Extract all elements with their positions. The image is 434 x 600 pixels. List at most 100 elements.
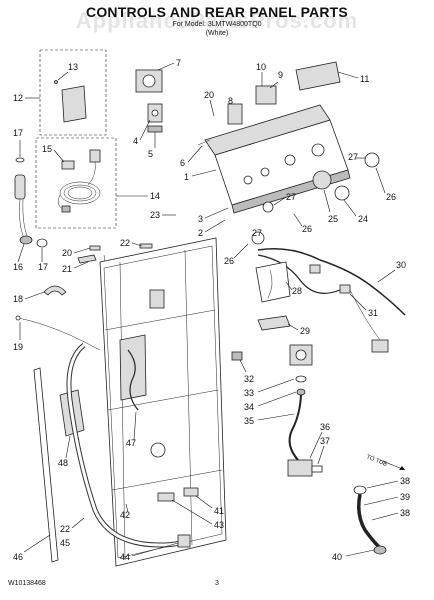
part-16-17-hose-fitting — [14, 157, 48, 248]
callout-37: 37 — [320, 436, 330, 446]
callout-25: 25 — [328, 214, 338, 224]
callout-6: 6 — [180, 158, 185, 168]
callout-24: 24 — [358, 214, 368, 224]
callout-23: 23 — [150, 210, 160, 220]
part-27-knob-b — [251, 231, 265, 245]
part-20-screw — [89, 245, 101, 251]
callouts: 1 2 3 4 5 6 7 8 9 10 11 12 13 — [13, 58, 410, 562]
part-41-clip — [183, 487, 199, 497]
callout-4: 4 — [133, 136, 138, 146]
callout-12: 12 — [13, 93, 23, 103]
callout-43: 43 — [214, 520, 224, 530]
callout-47: 47 — [126, 438, 136, 448]
callout-32: 32 — [244, 374, 254, 384]
callout-2: 2 — [198, 228, 203, 238]
callout-26a: 26 — [386, 192, 396, 202]
part-33-ring — [295, 375, 307, 383]
callout-14: 14 — [150, 191, 160, 201]
callout-31: 31 — [368, 308, 378, 318]
callout-13: 13 — [68, 62, 78, 72]
callout-20b: 20 — [62, 248, 72, 258]
callout-26c: 26 — [224, 256, 234, 266]
callout-21: 21 — [62, 264, 72, 274]
inset-box-12 — [39, 49, 107, 136]
part-7-timer — [135, 69, 163, 93]
part-18-clip — [43, 285, 67, 296]
callout-17a: 17 — [13, 128, 23, 138]
callout-33: 33 — [244, 388, 254, 398]
part-11-decal — [295, 61, 341, 91]
part-27-knob — [262, 201, 274, 213]
part-47-harness — [127, 349, 139, 411]
callout-19: 19 — [13, 342, 23, 352]
callout-38b: 38 — [400, 508, 410, 518]
part-4-switch — [147, 103, 163, 123]
callout-11: 11 — [360, 74, 369, 84]
callout-20a: 20 — [204, 90, 214, 100]
callout-16: 16 — [13, 262, 23, 272]
callout-15: 15 — [42, 144, 52, 154]
callout-17b: 17 — [38, 262, 48, 272]
part-1-console — [204, 104, 351, 214]
part-35-tube — [288, 394, 302, 461]
inset-box-14 — [35, 137, 117, 229]
part-32b-clip — [231, 351, 243, 361]
part-6-screw — [197, 139, 211, 146]
rear-panel — [99, 237, 227, 567]
callout-5: 5 — [148, 149, 153, 159]
callout-48: 48 — [58, 458, 68, 468]
part-43-clip — [157, 492, 175, 502]
callout-26b: 26 — [302, 224, 312, 234]
callout-42: 42 — [120, 510, 130, 520]
callout-30: 30 — [396, 260, 406, 270]
callout-8: 8 — [228, 96, 233, 106]
part-36-valve — [287, 459, 313, 477]
part-9-switch — [255, 85, 277, 105]
part-44-clamp — [177, 534, 191, 548]
part-19-wire — [17, 317, 101, 351]
to-tub-label: TO TUB — [365, 454, 387, 468]
callout-44: 44 — [120, 552, 130, 562]
callout-27c: 27 — [252, 228, 262, 238]
part-37-fitting — [311, 465, 323, 473]
doc-number: W10138468 — [8, 580, 46, 587]
part-26-knob — [364, 152, 380, 168]
color-note: (White) — [205, 30, 229, 37]
callout-35: 35 — [244, 416, 254, 426]
page-title: CONTROLS AND REAR PANEL PARTS — [86, 4, 348, 20]
callout-28: 28 — [292, 286, 302, 296]
part-13-card — [54, 80, 87, 123]
part-24-knob — [334, 185, 350, 201]
callout-1: 1 — [184, 172, 189, 182]
callout-29: 29 — [300, 326, 310, 336]
callout-39: 39 — [400, 492, 410, 502]
part-39-tub-hose — [353, 485, 387, 555]
part-46-rail — [33, 367, 59, 563]
page-number: 3 — [215, 580, 219, 587]
callout-10: 10 — [256, 62, 266, 72]
callout-7: 7 — [176, 58, 181, 68]
callout-22a: 22 — [120, 238, 130, 248]
watermark: AppliancePartsPros.com — [75, 8, 359, 33]
callout-45: 45 — [60, 538, 70, 548]
part-5-bracket — [147, 125, 163, 133]
callout-9: 9 — [278, 70, 283, 80]
part-22-screw — [139, 243, 153, 249]
part-8-switch — [227, 103, 243, 125]
callout-22b: 22 — [60, 524, 70, 534]
callout-18: 18 — [13, 294, 23, 304]
callout-46: 46 — [13, 552, 23, 562]
callout-36: 36 — [320, 422, 330, 432]
callout-27b: 27 — [286, 192, 296, 202]
model-subtitle: For Model: 3LMTW4800TQ0 — [172, 21, 262, 28]
callout-34: 34 — [244, 402, 254, 412]
callout-38a: 38 — [400, 476, 410, 486]
callout-41: 41 — [214, 506, 224, 516]
part-34-clamp — [296, 388, 306, 396]
part-25-knob — [312, 170, 332, 190]
part-29-clip — [257, 315, 291, 331]
callout-3: 3 — [198, 214, 203, 224]
part-15-power-cord — [57, 149, 101, 213]
callout-27a: 27 — [348, 152, 358, 162]
